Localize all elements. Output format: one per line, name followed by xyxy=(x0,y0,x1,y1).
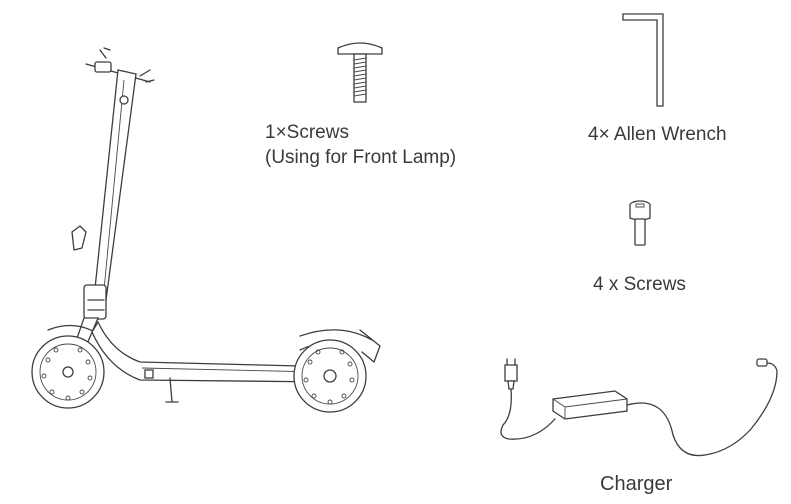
small-screws-item xyxy=(622,198,658,248)
front-lamp-screw-label-line2: (Using for Front Lamp) xyxy=(265,147,457,168)
charger-icon xyxy=(500,358,778,457)
allen-wrench-item xyxy=(615,10,675,110)
electric-scooter-icon xyxy=(31,47,381,413)
allen-wrench-label: 4× Allen Wrench xyxy=(588,124,727,145)
screw-icon xyxy=(337,42,383,103)
scooter-illustration xyxy=(0,0,400,420)
front-lamp-screw-item xyxy=(330,36,550,176)
front-lamp-screw-label-line1: 1×Screws xyxy=(265,122,349,143)
charger-label: Charger xyxy=(600,473,673,495)
allen-wrench-icon xyxy=(622,13,664,107)
charger-item xyxy=(495,355,791,465)
socket-screw-icon xyxy=(629,200,651,246)
small-screws-label: 4 x Screws xyxy=(593,274,686,295)
